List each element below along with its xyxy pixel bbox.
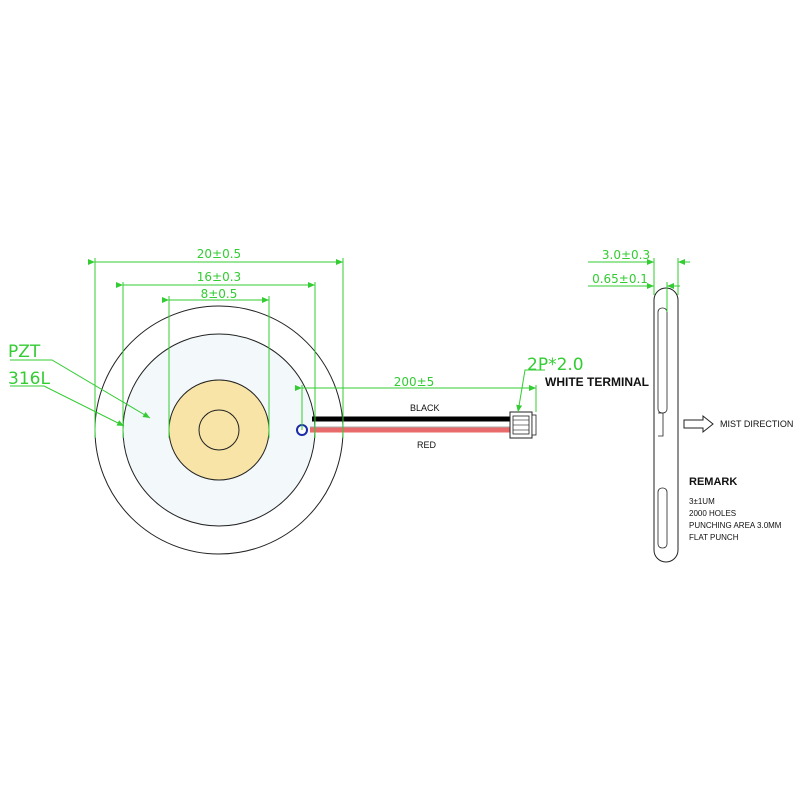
center-hole-notch <box>658 412 664 437</box>
pzt-layer-bottom <box>657 487 668 549</box>
remark-line-3: PUNCHING AREA 3.0MM <box>689 521 782 530</box>
inner-diameter-label: 8±0.5 <box>201 287 238 301</box>
arrow-right-icon <box>683 414 714 434</box>
remark-line-4: FLAT PUNCH <box>689 533 739 542</box>
pzt-callout: PZT <box>8 342 41 362</box>
pzt-ring <box>168 379 270 481</box>
thickness-plate-label: 0.65±0.1 <box>592 272 648 286</box>
mid-diameter-label: 16±0.3 <box>197 270 241 284</box>
terminal-name-callout: WHITE TERMINAL <box>545 375 649 389</box>
side-dimension-lines <box>588 258 690 312</box>
white-terminal-connector <box>509 411 537 439</box>
wire-harness: BLACK RED <box>310 403 537 450</box>
terminal-spec-callout: 2P*2.0 <box>527 355 584 375</box>
mist-direction-label: MIST DIRECTION <box>720 419 793 429</box>
front-view <box>94 305 344 555</box>
outer-diameter-label: 20±0.5 <box>197 247 241 261</box>
remark-line-1: 3±1UM <box>689 497 715 506</box>
steel-callout: 316L <box>8 369 50 389</box>
remark-line-2: 2000 HOLES <box>689 509 736 518</box>
thickness-total-label: 3.0±0.3 <box>602 248 650 262</box>
remark-block: REMARK 3±1UM 2000 HOLES PUNCHING AREA 3.… <box>689 476 782 542</box>
inner-electrode <box>198 409 240 451</box>
dimension-lines <box>10 258 545 438</box>
pzt-layer-top <box>657 307 668 414</box>
remark-title: REMARK <box>689 476 737 488</box>
wire-length-label: 200±5 <box>394 375 435 389</box>
black-wire-label: BLACK <box>410 403 440 413</box>
red-wire-label: RED <box>417 440 437 450</box>
side-view <box>653 287 679 563</box>
